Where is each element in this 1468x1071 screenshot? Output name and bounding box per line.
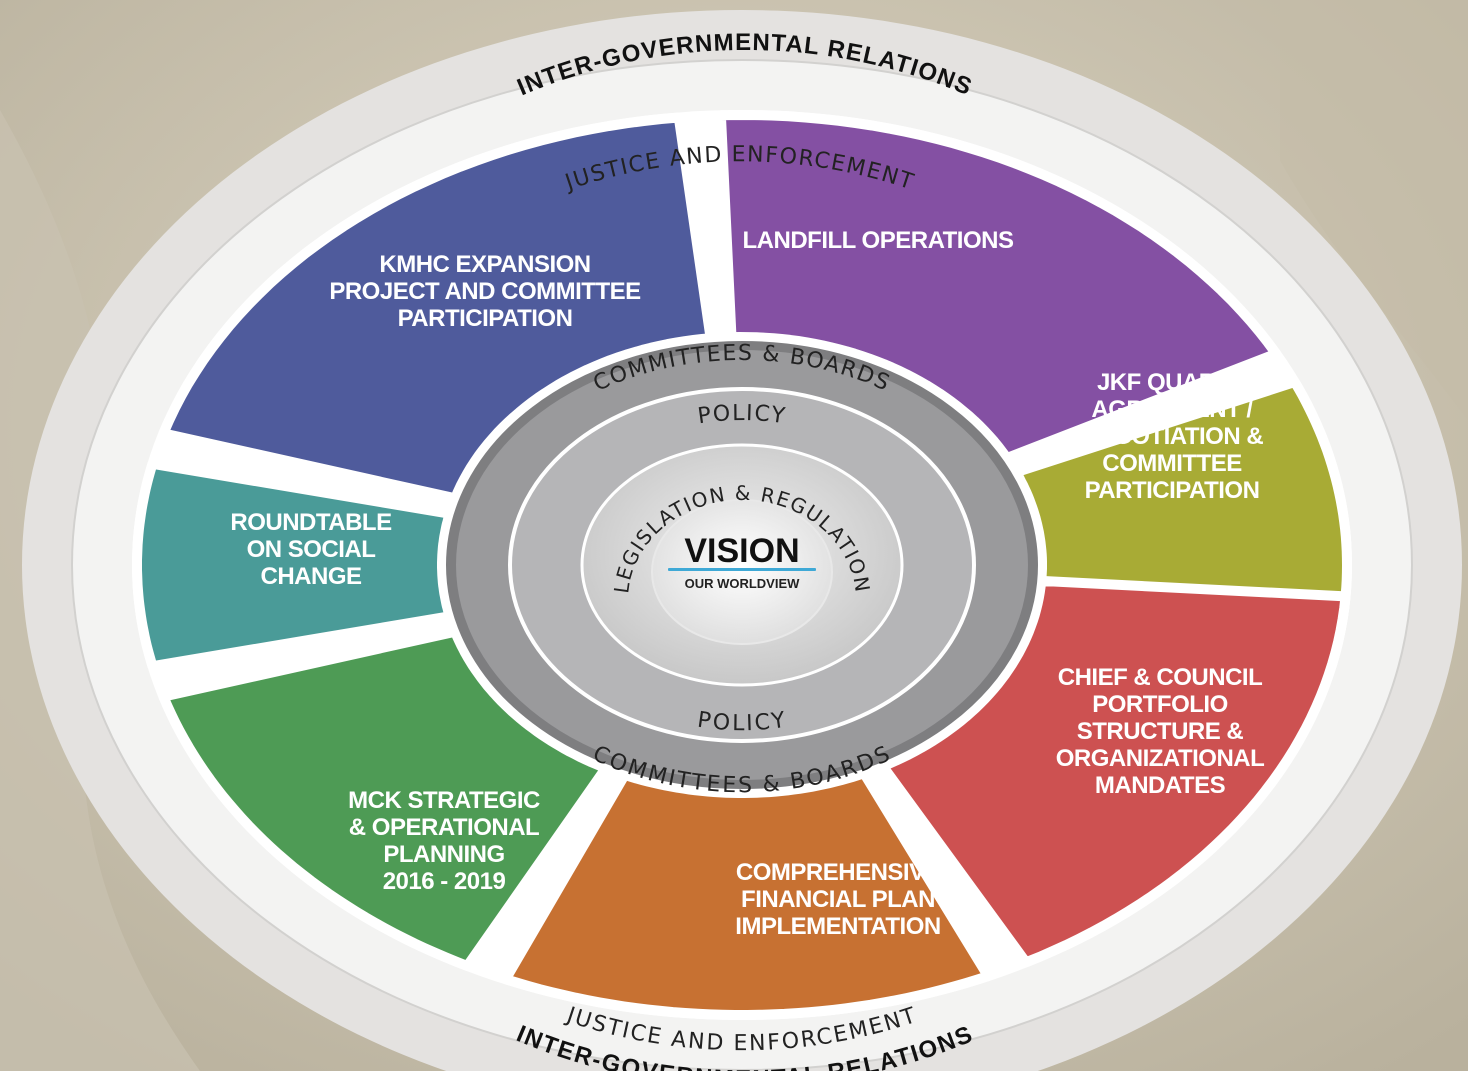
segment-landfill-line: LANDFILL OPERATIONS: [743, 227, 1014, 254]
segment-mck-line: MCK STRATEGIC: [348, 787, 540, 814]
segment-mck-line: 2016 - 2019: [383, 868, 506, 895]
segment-chief-line: STRUCTURE &: [1077, 718, 1244, 745]
segment-jkf-line: NEGOTIATION &: [1081, 423, 1264, 450]
segment-kmhc-line: KMHC EXPANSION: [379, 251, 590, 278]
policy-bottom-label: POLICY: [696, 708, 787, 737]
segment-jkf-line: COMMITTEE: [1102, 450, 1242, 477]
segment-chief-line: MANDATES: [1095, 772, 1226, 799]
segment-jkf-line: PARTICIPATION: [1085, 477, 1260, 504]
segment-mck-line: PLANNING: [383, 841, 504, 868]
segment-jkf-line: JKF QUARRY: [1097, 369, 1248, 396]
segment-financial-line: COMPREHENSIVE: [736, 859, 941, 886]
core-circle: [651, 499, 833, 645]
segment-roundtable-line: CHANGE: [260, 563, 361, 590]
segment-financial-line: IMPLEMENTATION: [735, 913, 940, 940]
core-subtitle: OUR WORLDVIEW: [685, 576, 801, 591]
core-title: VISION: [684, 532, 799, 570]
segment-roundtable-line: ROUNDTABLE: [230, 509, 392, 536]
background-field: [1280, 0, 1468, 420]
segment-chief-line: PORTFOLIO: [1092, 691, 1228, 718]
svg-text:POLICY: POLICY: [696, 708, 788, 737]
segment-chief-line: CHIEF & COUNCIL: [1058, 664, 1263, 691]
segment-jkf-line: AGREEMENT /: [1091, 396, 1253, 423]
segment-roundtable-line: ON SOCIAL: [247, 536, 376, 563]
policy-top-label: POLICY: [696, 401, 786, 429]
segment-financial-line: FINANCIAL PLAN: [741, 886, 935, 913]
segment-kmhc-line: PARTICIPATION: [398, 305, 573, 332]
segment-kmhc-line: PROJECT AND COMMITTEE: [329, 278, 641, 305]
segment-mck-line: & OPERATIONAL: [349, 814, 539, 841]
segment-chief-line: ORGANIZATIONAL: [1056, 745, 1265, 772]
background-shore: [0, 110, 200, 1071]
svg-text:POLICY: POLICY: [696, 401, 788, 429]
segment-landfill-label: LANDFILL OPERATIONS: [743, 227, 1014, 254]
core-accent-line: [668, 568, 816, 571]
